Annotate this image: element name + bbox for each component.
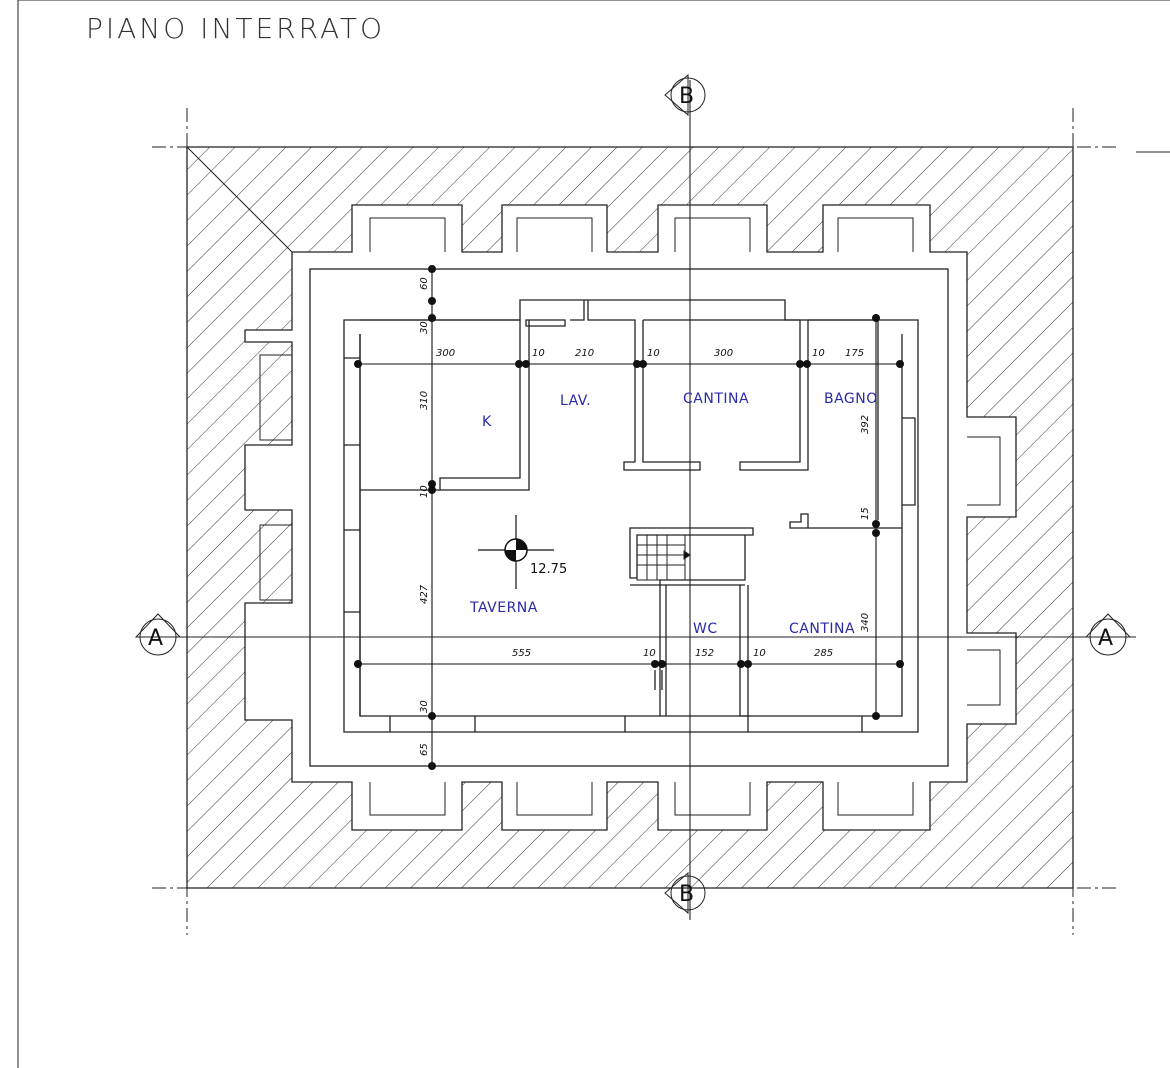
room-label-lav: LAV. (560, 393, 591, 409)
dim-top-5: 300 (714, 348, 733, 359)
perimeter-walls (309, 268, 949, 767)
section-marker-b-bottom: B (664, 871, 706, 915)
dim-right-1: 392 (860, 415, 871, 434)
corner-diagonal (186, 146, 293, 253)
dim-bottom-2: 10 (643, 648, 656, 659)
dim-bottom-4: 10 (753, 648, 766, 659)
drawing-title: PIANO INTERRATO (86, 12, 385, 45)
foundation-recesses (259, 217, 1001, 816)
room-label-taverna: TAVERNA (469, 600, 538, 616)
dimension-dots (354, 265, 904, 770)
svg-text:B: B (679, 882, 694, 907)
dim-top-6: 10 (812, 348, 825, 359)
dim-right-3: 340 (860, 613, 871, 632)
excavation-hatch (186, 146, 1074, 889)
dim-top-7: 175 (845, 348, 864, 359)
dim-top-2: 10 (532, 348, 545, 359)
room-label-cantina-top: CANTINA (683, 391, 749, 407)
svg-text:A: A (148, 626, 163, 651)
room-label-bagno: BAGNO (824, 391, 878, 407)
svg-text:A: A (1098, 626, 1113, 651)
room-label-wc: WC (693, 621, 718, 637)
interior-walls (344, 300, 916, 732)
svg-text:B: B (679, 84, 694, 109)
dim-right-2: 15 (860, 507, 871, 520)
dim-left-6: 30 (419, 700, 430, 713)
elevation-marker (478, 515, 554, 589)
dim-left-3: 310 (419, 391, 430, 410)
dim-left-7: 65 (419, 743, 430, 756)
dim-left-1: 60 (419, 277, 430, 290)
dim-top-3: 210 (575, 348, 594, 359)
dim-left-4: 10 (419, 485, 430, 498)
elevation-value: 12.75 (530, 562, 567, 577)
dim-top-4: 10 (647, 348, 660, 359)
sheet-border (17, 0, 1170, 1068)
dim-left-2: 30 (419, 321, 430, 334)
section-axes (136, 80, 1136, 935)
dim-bottom-5: 285 (814, 648, 833, 659)
room-label-k: K (482, 414, 492, 430)
section-marker-a-left: A (134, 613, 182, 656)
dim-bottom-1: 555 (512, 648, 531, 659)
stair (636, 534, 691, 581)
dimension-lines (358, 269, 900, 766)
room-label-cantina-bottom: CANTINA (789, 621, 855, 637)
dim-top-1: 300 (436, 348, 455, 359)
dim-bottom-3: 152 (695, 648, 714, 659)
dim-left-5: 427 (419, 584, 430, 604)
section-marker-a-right: A (1084, 613, 1132, 656)
section-marker-b-top: B (664, 73, 706, 117)
